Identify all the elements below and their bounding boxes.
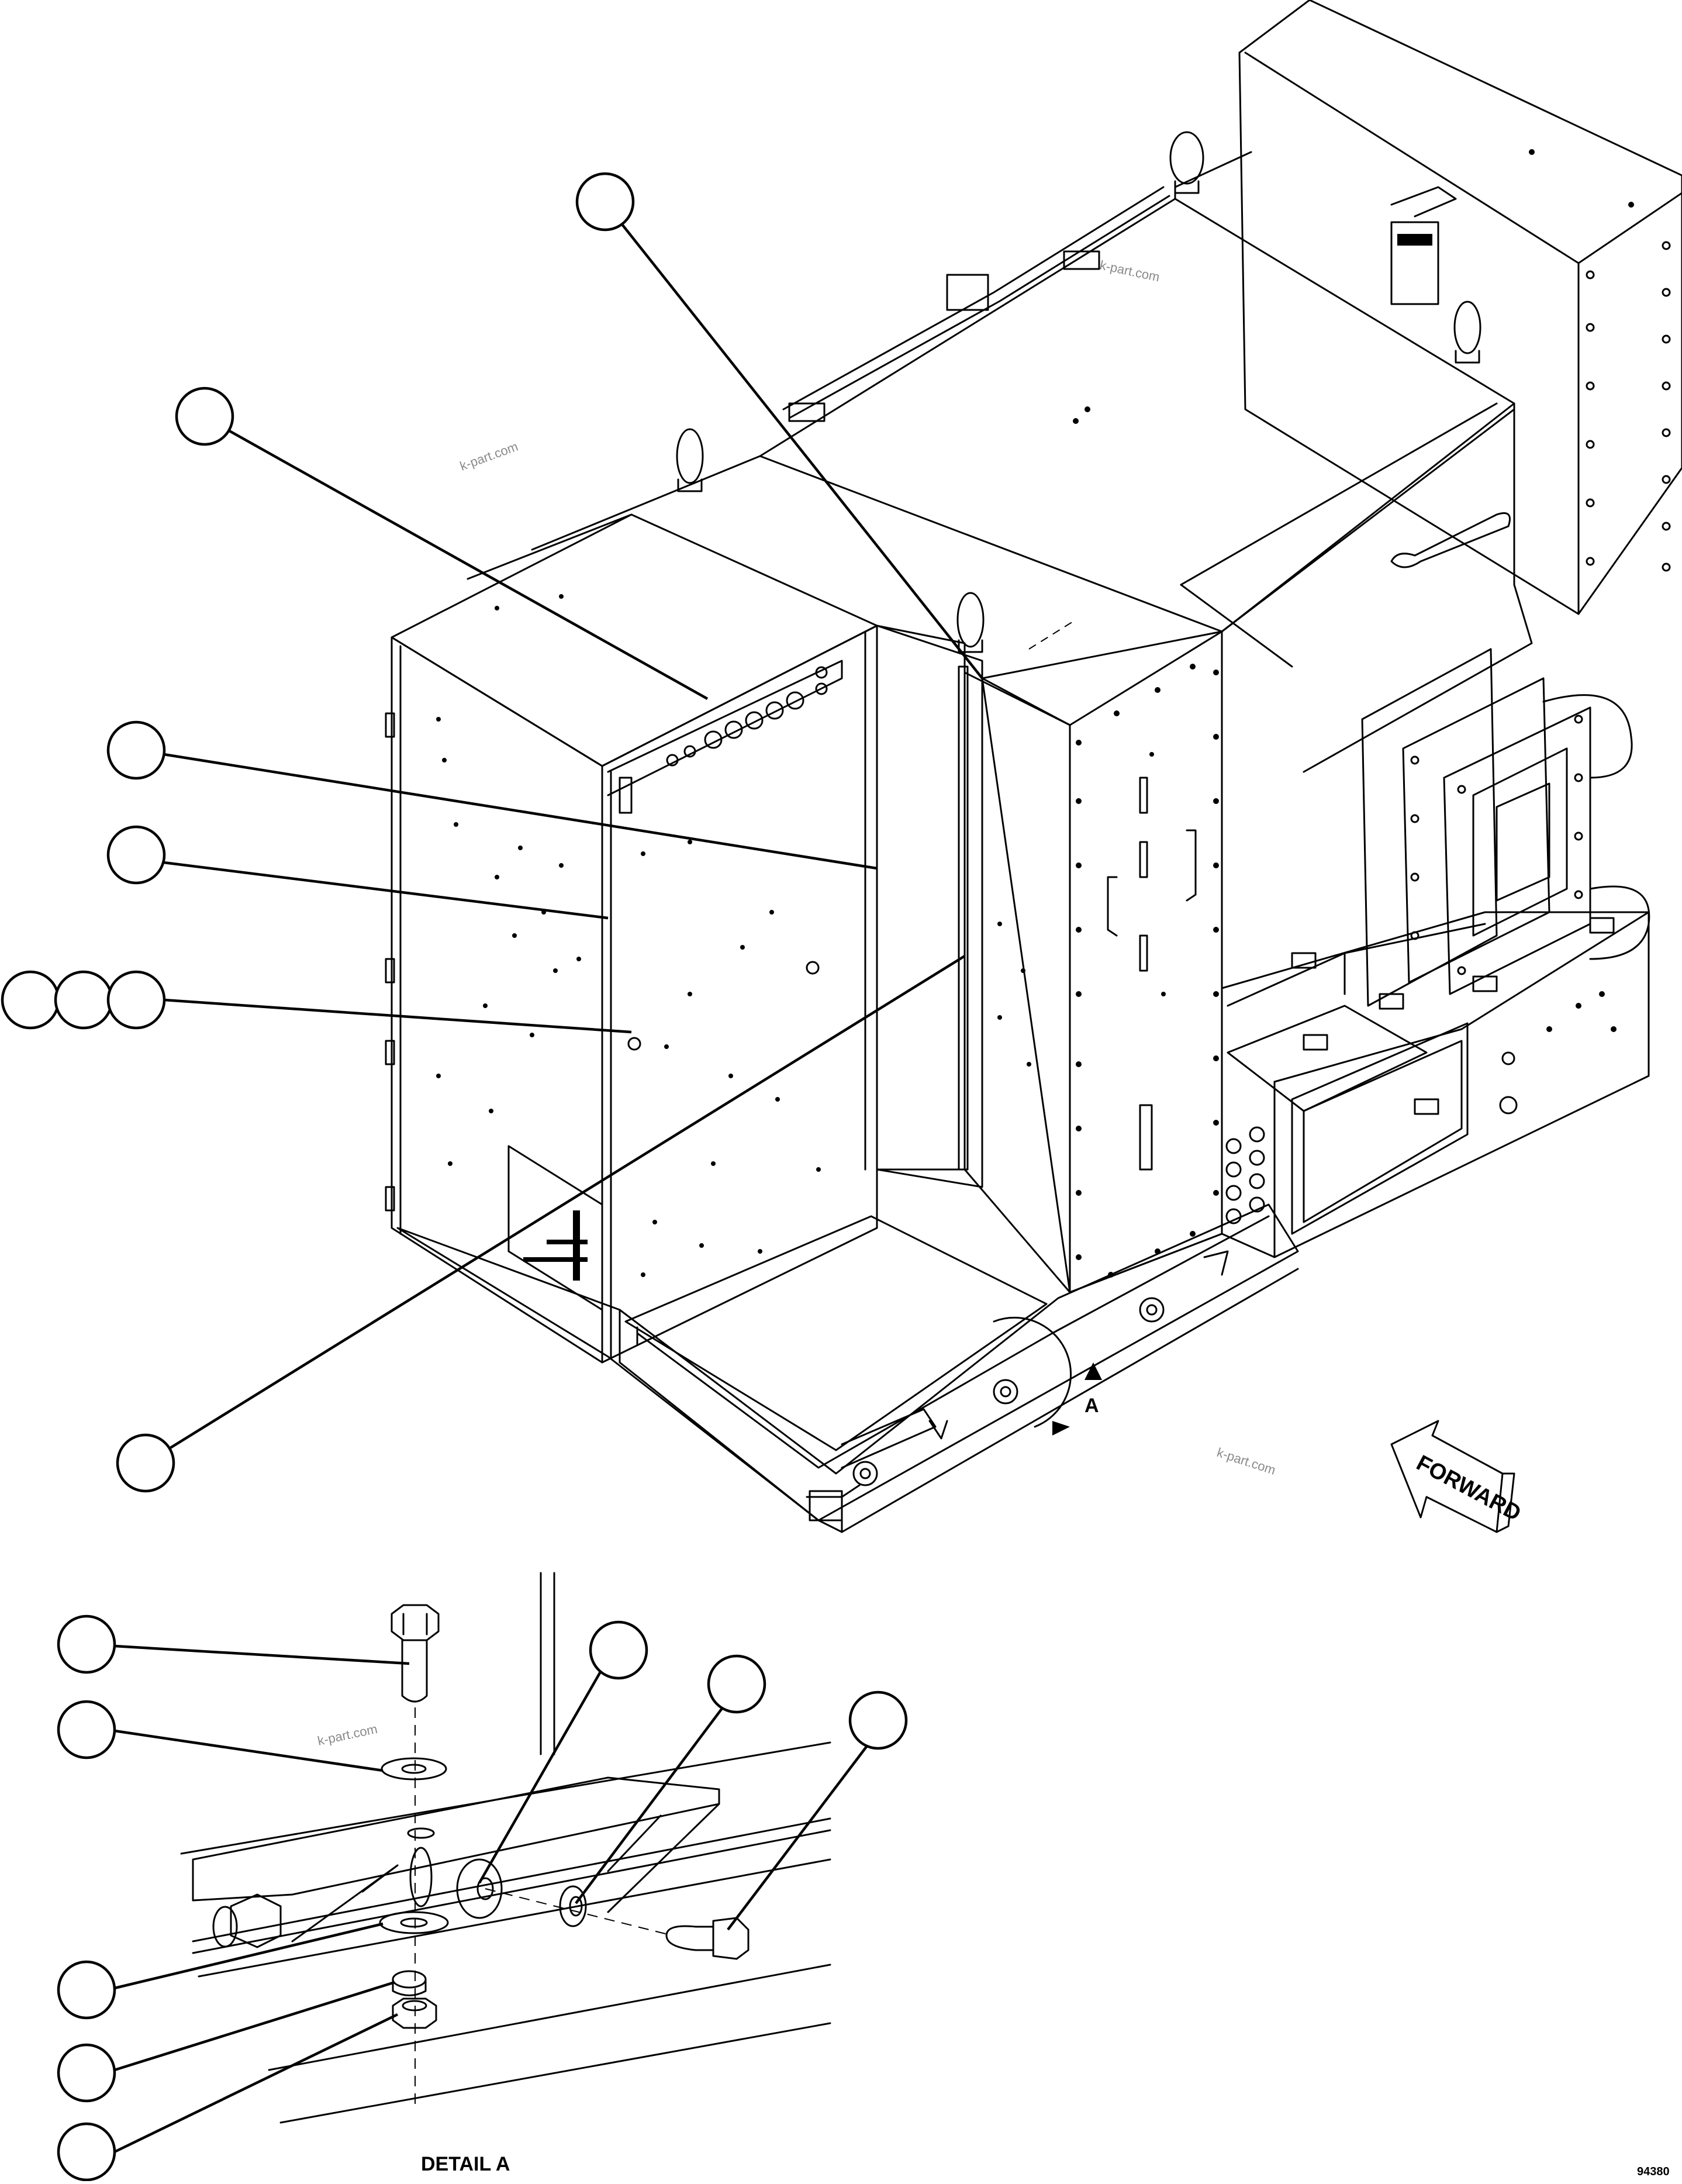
callout-balloon: [848, 1690, 908, 1750]
left-cabinet: [385, 428, 966, 1364]
callout-balloon: [54, 970, 113, 1030]
main-balloons: [1, 172, 635, 1493]
control-knobs: [619, 666, 828, 814]
callout-balloon: [57, 1960, 116, 2020]
callout-balloon: [175, 387, 234, 446]
main-assembly: A FORWARD k-part.com k-part.com k-part.c…: [385, 0, 1682, 1533]
callout-balloon: [57, 1614, 116, 1674]
callout-balloon: [57, 2122, 116, 2182]
callout-balloon: [57, 1700, 116, 1759]
forward-label: FORWARD: [1412, 1451, 1525, 1526]
detail-balloons: [57, 1614, 908, 2182]
exhaust-assembly: [1221, 648, 1650, 1258]
rivets-right-cabinet: [997, 664, 1219, 1278]
holes-front-face: [641, 840, 821, 1277]
callout-balloon: [575, 172, 635, 232]
callout-balloon: [1, 970, 60, 1030]
forward-arrow: FORWARD: [1390, 1420, 1525, 1533]
watermark-1: k-part.com: [458, 439, 520, 474]
watermark-4: k-part.com: [316, 1721, 379, 1748]
drawing-number: 94380: [1637, 2165, 1670, 2178]
watermark-3: k-part.com: [1215, 1445, 1277, 1478]
detail-a-title: DETAIL A: [421, 2153, 510, 2175]
detail-a: k-part.com DETAIL A 94380: [180, 1572, 1670, 2178]
terminal-strip: [523, 1210, 588, 1281]
right-cabinet: [876, 592, 1223, 1293]
base-skid: [396, 1203, 1299, 1533]
main-leaders: [163, 224, 983, 1451]
hood-rivets: [1529, 149, 1671, 572]
detail-a-callout: A: [993, 1317, 1102, 1436]
callout-balloon: [106, 825, 166, 885]
watermark-2: k-part.com: [1099, 257, 1161, 284]
callout-balloon: [106, 970, 166, 1030]
callout-balloon: [106, 720, 166, 780]
tray-holes: [1225, 991, 1617, 1224]
callout-balloon: [57, 2043, 116, 2103]
detail-leaders: [114, 1644, 875, 2154]
hex-bolt-vertical: [391, 1604, 440, 1703]
callout-balloon: [116, 1433, 175, 1493]
callout-balloon: [589, 1620, 648, 1680]
callout-balloon: [707, 1654, 766, 1714]
hex-bolt-horizontal: [665, 1917, 750, 1960]
detail-a-arrow-label: A: [1085, 1395, 1099, 1417]
generator-housing: [759, 0, 1682, 773]
holes-left-face: [436, 594, 581, 1166]
